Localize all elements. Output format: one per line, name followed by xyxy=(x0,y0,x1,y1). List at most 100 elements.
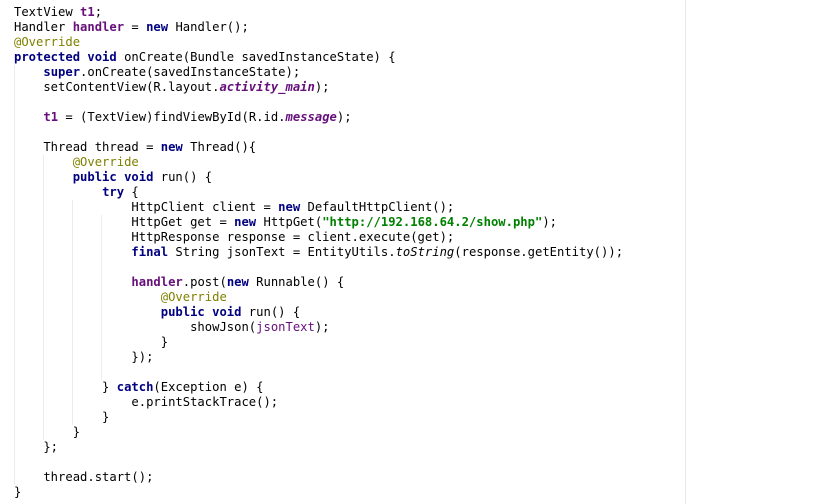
code-line[interactable]: HttpClient client = new DefaultHttpClien… xyxy=(14,200,623,215)
code-token: handler xyxy=(72,20,125,34)
code-token xyxy=(14,170,73,184)
code-line[interactable] xyxy=(14,260,623,275)
code-line[interactable]: } xyxy=(14,335,623,350)
code-token: thread.start(); xyxy=(14,470,154,484)
code-token: ); xyxy=(314,80,330,94)
code-token: HttpGet( xyxy=(256,215,323,229)
code-token: } xyxy=(14,380,117,394)
code-token: e.printStackTrace(); xyxy=(14,395,279,409)
code-line[interactable]: super.onCreate(savedInstanceState); xyxy=(14,65,623,80)
code-token: new xyxy=(234,215,257,229)
code-token: } xyxy=(14,410,110,424)
code-token: HttpGet get = xyxy=(14,215,235,229)
code-token xyxy=(14,110,43,124)
code-token: run() { xyxy=(153,170,213,184)
code-token: super xyxy=(43,65,81,79)
code-token: @Override xyxy=(72,155,139,169)
code-token: Thread thread = xyxy=(14,140,161,154)
code-token xyxy=(14,155,73,169)
code-token: .post( xyxy=(182,275,227,289)
code-line[interactable]: } xyxy=(14,410,623,425)
code-line[interactable] xyxy=(14,125,623,140)
code-token: setContentView(R.layout. xyxy=(14,80,220,94)
code-line[interactable]: public void run() { xyxy=(14,170,623,185)
code-line[interactable] xyxy=(14,455,623,470)
code-token: Runnable() { xyxy=(248,275,345,289)
code-line[interactable]: thread.start(); xyxy=(14,470,623,485)
code-token xyxy=(14,305,161,319)
code-line[interactable]: t1 = (TextView)findViewById(R.id.message… xyxy=(14,110,623,125)
code-line[interactable]: }; xyxy=(14,440,623,455)
code-token: jsonText xyxy=(256,320,315,334)
code-token: ); xyxy=(314,320,330,334)
code-line[interactable]: @Override xyxy=(14,35,623,50)
code-line[interactable]: @Override xyxy=(14,290,623,305)
code-line[interactable]: setContentView(R.layout.activity_main); xyxy=(14,80,623,95)
code-token: activity_main xyxy=(219,80,315,94)
code-line[interactable] xyxy=(14,365,623,380)
code-line[interactable]: try { xyxy=(14,185,623,200)
code-line[interactable]: @Override xyxy=(14,155,623,170)
code-token: (Exception e) { xyxy=(153,380,264,394)
code-token: public void xyxy=(160,305,242,319)
code-line[interactable]: }); xyxy=(14,350,623,365)
code-token: = xyxy=(124,20,147,34)
code-token: } xyxy=(14,485,22,499)
code-line[interactable]: HttpResponse response = client.execute(g… xyxy=(14,230,623,245)
code-line[interactable]: Thread thread = new Thread(){ xyxy=(14,140,623,155)
code-line[interactable] xyxy=(14,95,623,110)
code-line[interactable]: public void run() { xyxy=(14,305,623,320)
code-token: }); xyxy=(14,350,154,364)
code-token: new xyxy=(278,200,301,214)
code-token: message xyxy=(285,110,337,124)
code-line[interactable]: e.printStackTrace(); xyxy=(14,395,623,410)
code-line[interactable]: } catch(Exception e) { xyxy=(14,380,623,395)
code-token: protected void xyxy=(14,50,117,64)
code-token: run() { xyxy=(241,305,301,319)
right-margin-guide xyxy=(685,0,686,504)
code-line[interactable]: } xyxy=(14,485,623,500)
code-token: } xyxy=(14,335,169,349)
indent-guide xyxy=(101,215,102,380)
code-line[interactable]: protected void onCreate(Bundle savedInst… xyxy=(14,50,623,65)
code-token: new xyxy=(226,275,249,289)
code-line[interactable]: HttpGet get = new HttpGet("http://192.16… xyxy=(14,215,623,230)
code-token: public void xyxy=(72,170,154,184)
code-token: HttpClient client = xyxy=(14,200,279,214)
code-token xyxy=(14,290,161,304)
code-token: DefaultHttpClient(); xyxy=(300,200,455,214)
indent-guide xyxy=(43,155,44,440)
code-line[interactable]: handler.post(new Runnable() { xyxy=(14,275,623,290)
code-token: = (TextView)findViewById(R.id. xyxy=(58,110,286,124)
code-token: @Override xyxy=(160,290,227,304)
code-token: "http://192.168.64.2/show.php" xyxy=(322,215,543,229)
code-token: toString xyxy=(395,245,455,259)
code-token: final xyxy=(131,245,169,259)
code-token: try xyxy=(102,185,125,199)
code-token xyxy=(14,65,43,79)
code-token: .onCreate(savedInstanceState); xyxy=(80,65,301,79)
code-token: HttpResponse response = client.execute(g… xyxy=(14,230,455,244)
code-token: }; xyxy=(14,440,59,454)
code-token: new xyxy=(146,20,169,34)
code-token: } xyxy=(14,425,81,439)
code-token: Thread(){ xyxy=(182,140,257,154)
code-token: ); xyxy=(542,215,557,229)
code-token: Handler xyxy=(14,20,73,34)
code-token: handler xyxy=(131,275,183,289)
code-token: ); xyxy=(336,110,352,124)
source-code[interactable]: TextView t1;Handler handler = new Handle… xyxy=(14,5,623,500)
code-line[interactable]: TextView t1; xyxy=(14,5,623,20)
indent-guide xyxy=(14,65,15,485)
code-token: { xyxy=(124,185,139,199)
code-line[interactable]: Handler handler = new Handler(); xyxy=(14,20,623,35)
code-token xyxy=(14,245,131,259)
code-line[interactable]: showJson(jsonText); xyxy=(14,320,623,335)
code-token: t1 xyxy=(43,110,59,124)
code-line[interactable]: } xyxy=(14,425,623,440)
code-line[interactable]: final String jsonText = EntityUtils.toSt… xyxy=(14,245,623,260)
code-token: t1 xyxy=(80,5,95,19)
code-token: @Override xyxy=(14,35,81,49)
code-token: showJson( xyxy=(14,320,257,334)
